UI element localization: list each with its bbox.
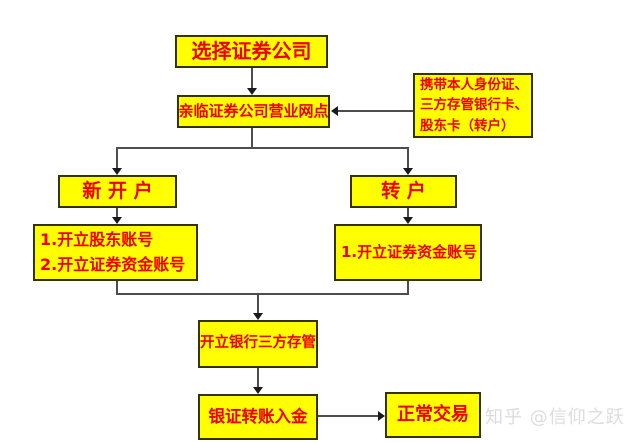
- connector-split-to-transfer: [407, 147, 409, 169]
- arrowhead-down-icon: [403, 217, 413, 224]
- node-bring-documents-line2: 三方存管银行卡、: [420, 97, 528, 114]
- node-transfer-account: 转 户: [350, 175, 457, 208]
- node-visit-branch-label: 亲临证券公司营业网点: [178, 102, 329, 121]
- arrowhead-down-icon: [112, 217, 122, 224]
- connector-newsteps-to-merge: [116, 281, 118, 295]
- node-transfer-account-steps-line1: 1.开立证券资金账号: [341, 243, 478, 262]
- node-new-account-label: 新 开 户: [82, 179, 153, 202]
- connector-split-to-new: [116, 147, 118, 169]
- node-transfer-account-label: 转 户: [381, 179, 426, 202]
- connector-transfersteps-to-merge: [407, 281, 409, 295]
- connector-new-to-steps: [116, 208, 118, 218]
- node-bank-depository-label: 开立银行三方存管: [200, 335, 316, 352]
- connector-depository-to-deposit: [257, 368, 259, 388]
- connector-visit-to-split: [251, 128, 253, 149]
- node-select-company-label: 选择证券公司: [191, 39, 312, 63]
- node-new-account: 新 开 户: [58, 175, 177, 208]
- merge-bar: [116, 293, 409, 295]
- node-bring-documents-line1: 携带本人身份证、: [420, 77, 528, 94]
- node-bank-transfer-deposit-label: 银证转账入金: [208, 406, 308, 426]
- node-normal-trading: 正常交易: [385, 392, 481, 438]
- connector-deposit-to-trade: [318, 415, 378, 417]
- node-bring-documents: 携带本人身份证、 三方存管银行卡、 股东卡（转户）: [413, 73, 533, 138]
- arrowhead-down-icon: [253, 387, 263, 394]
- arrowhead-down-icon: [247, 88, 257, 95]
- node-bank-transfer-deposit: 银证转账入金: [198, 394, 318, 440]
- node-new-account-steps-line2: 2.开立证券资金账号: [40, 254, 186, 274]
- connector-merge-to-depository: [257, 293, 259, 314]
- connector-bring-to-visit: [338, 110, 413, 112]
- connector-select-to-visit: [251, 68, 253, 89]
- arrowhead-down-icon: [403, 168, 413, 175]
- split-bar: [116, 147, 409, 149]
- connector-transfer-to-steps: [407, 208, 409, 218]
- node-new-account-steps-line1: 1.开立股东账号: [40, 229, 154, 249]
- zhihu-watermark: 知乎 @信仰之跃: [485, 407, 625, 428]
- node-new-account-steps: 1.开立股东账号 2.开立证券资金账号: [33, 224, 198, 281]
- arrowhead-down-icon: [253, 313, 263, 320]
- node-bank-depository: 开立银行三方存管: [198, 320, 318, 368]
- arrowhead-left-icon: [331, 106, 338, 116]
- node-normal-trading-label: 正常交易: [397, 403, 469, 425]
- node-visit-branch: 亲临证券公司营业网点: [177, 95, 330, 128]
- node-bring-documents-line3: 股东卡（转户）: [420, 117, 515, 134]
- arrowhead-down-icon: [112, 168, 122, 175]
- node-select-company: 选择证券公司: [175, 35, 328, 68]
- node-transfer-account-steps: 1.开立证券资金账号: [334, 224, 482, 281]
- arrowhead-right-icon: [378, 411, 385, 421]
